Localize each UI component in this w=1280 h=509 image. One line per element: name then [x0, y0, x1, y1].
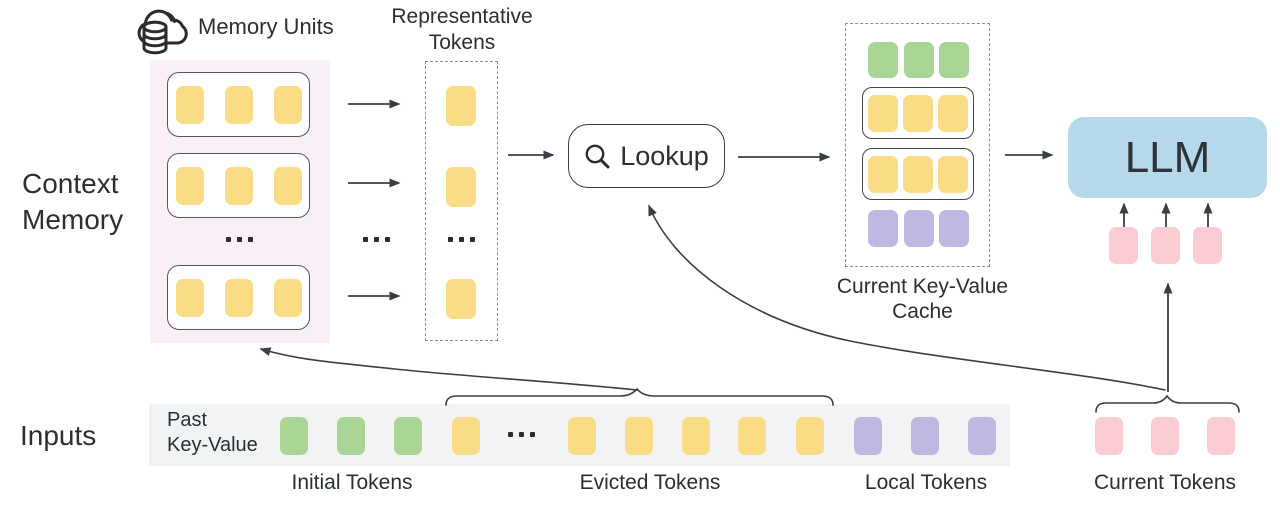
token	[868, 210, 898, 247]
token	[904, 42, 934, 78]
context-memory-label: Context Memory	[22, 168, 124, 235]
magnifier-icon	[585, 144, 610, 168]
token	[1151, 227, 1180, 264]
token	[854, 417, 882, 455]
memory-unit	[167, 72, 310, 137]
token	[938, 94, 968, 132]
inputs-section-label: Inputs	[20, 420, 97, 451]
token	[1109, 227, 1138, 264]
token	[939, 42, 969, 78]
token	[224, 166, 253, 205]
ellipsis	[226, 237, 253, 242]
token	[1193, 227, 1222, 264]
evicted-tokens-brace	[445, 387, 834, 406]
evicted-tokens-label: Evicted Tokens	[579, 471, 721, 494]
token	[904, 210, 934, 247]
llm-label: LLM	[1124, 132, 1211, 182]
ellipsis	[508, 432, 535, 437]
token	[868, 94, 898, 132]
ellipsis	[363, 237, 390, 242]
token	[1207, 417, 1235, 455]
token	[273, 85, 302, 124]
memory-unit	[167, 265, 310, 330]
token	[1095, 417, 1123, 455]
token	[446, 167, 476, 207]
current-tokens-label: Current Tokens	[1093, 471, 1237, 494]
token	[938, 155, 968, 193]
memory-units-label: Memory Units	[198, 14, 334, 39]
token	[175, 85, 204, 124]
local-tokens-label: Local Tokens	[864, 471, 988, 494]
token	[446, 86, 476, 126]
token	[911, 417, 939, 455]
token	[273, 166, 302, 205]
token	[280, 417, 308, 455]
token	[939, 210, 969, 247]
token	[446, 279, 476, 319]
token	[568, 417, 596, 455]
token	[868, 155, 898, 193]
current-kv-cache-label: Current Key-Value Cache	[836, 275, 1009, 324]
current-tokens-brace	[1095, 394, 1240, 413]
token	[868, 42, 898, 78]
cache-memory-unit	[862, 87, 974, 139]
token	[738, 417, 766, 455]
token	[1151, 417, 1179, 455]
token	[968, 417, 996, 455]
token	[682, 417, 710, 455]
token	[625, 417, 653, 455]
representative-tokens-box	[425, 61, 498, 341]
token	[796, 417, 824, 455]
token	[175, 278, 204, 317]
lookup-label: Lookup	[620, 140, 709, 171]
initial-tokens-label: Initial Tokens	[291, 471, 413, 494]
token	[273, 278, 302, 317]
past-kv-label: Past Key-Value	[167, 409, 258, 456]
token	[175, 166, 204, 205]
token	[903, 94, 933, 132]
token	[224, 85, 253, 124]
ellipsis	[448, 237, 475, 242]
lookup-button: Lookup	[568, 124, 725, 188]
token	[394, 417, 422, 455]
token	[224, 278, 253, 317]
curve-evicted-to-memory	[259, 347, 638, 391]
llm-box: LLM	[1068, 117, 1267, 198]
representative-tokens-label: Representative Tokens	[391, 5, 533, 54]
cache-memory-unit	[862, 148, 974, 200]
token	[903, 155, 933, 193]
cloud-database-icon	[137, 9, 188, 55]
token	[452, 417, 480, 455]
memory-unit	[167, 153, 310, 218]
token	[337, 417, 365, 455]
